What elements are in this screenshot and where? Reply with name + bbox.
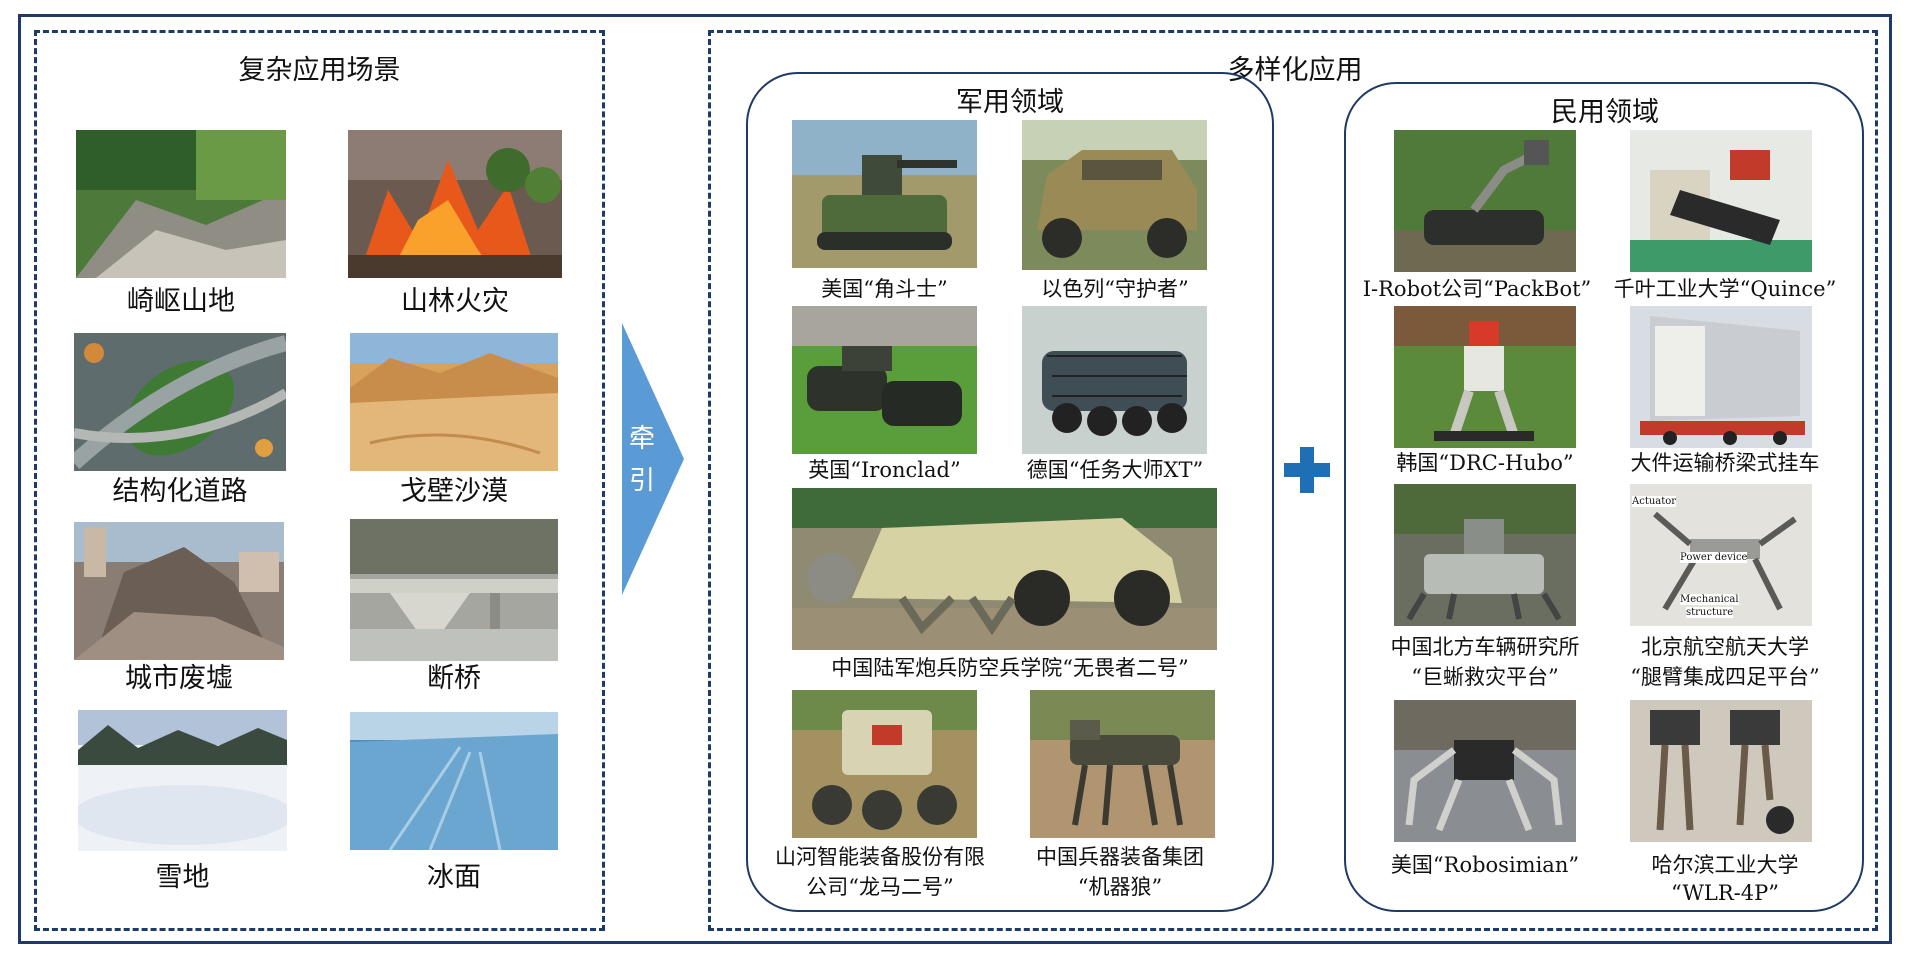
applications-panel <box>708 30 1878 931</box>
robosimian-photo <box>1394 700 1576 842</box>
scene-label: 戈壁沙漠 <box>400 476 508 507</box>
ice-surface-photo <box>350 712 558 850</box>
military-caption: 中国兵器装备集团 <box>1036 845 1204 869</box>
arrow-label-line1: 牵 <box>628 424 655 454</box>
civil-caption-line2: “WLR-4P” <box>1671 881 1779 905</box>
scene-label: 山林火灾 <box>401 286 509 317</box>
military-caption: 德国“任务大师XT” <box>1026 458 1204 482</box>
rugged-mountain-photo <box>76 130 286 278</box>
mechanical-annotation: Mechanical <box>1680 594 1739 605</box>
scene-label: 结构化道路 <box>112 476 248 507</box>
civil-caption: 美国“Robosimian” <box>1390 853 1580 877</box>
military-caption: 山河智能装备股份有限 <box>775 845 985 869</box>
structured-road-photo <box>74 333 286 471</box>
civil-caption: 大件运输桥梁式挂车 <box>1630 451 1820 475</box>
scene-label: 断桥 <box>427 663 481 694</box>
military-caption: 以色列“守护者” <box>1041 277 1189 301</box>
forest-fire-photo <box>348 130 562 278</box>
military-caption: 中国陆军炮兵防空兵学院“无畏者二号” <box>831 656 1189 680</box>
civil-caption: 中国北方车辆研究所 <box>1390 635 1580 659</box>
outer-frame <box>18 14 1892 944</box>
robot-wolf-photo <box>1030 690 1215 838</box>
bridge-trailer-photo <box>1630 306 1812 448</box>
intrepid-two-photo <box>792 488 1217 650</box>
scene-label: 雪地 <box>155 862 210 893</box>
scenarios-panel <box>34 30 605 931</box>
civil-caption: 北京航空航天大学 <box>1641 635 1809 659</box>
actuator-annotation: Actuator <box>1632 496 1677 507</box>
civil-caption-line2: “腿臂集成四足平台” <box>1630 665 1820 689</box>
quince-photo <box>1630 130 1812 272</box>
civil-caption: I-Robot公司“PackBot” <box>1362 277 1592 301</box>
snowfield-photo <box>78 710 287 851</box>
military-title: 军用领域 <box>956 87 1064 118</box>
civil-title: 民用领域 <box>1551 97 1659 128</box>
military-caption: 美国“角斗士” <box>821 277 948 301</box>
gobi-desert-photo <box>350 333 558 471</box>
leg-arm-quadruped-photo: Actuator Power device Mechanical structu… <box>1630 484 1812 626</box>
scenarios-title: 复杂应用场景 <box>238 55 401 86</box>
civil-box <box>1344 82 1864 912</box>
guardium-robot-photo <box>1022 120 1207 270</box>
gladiator-robot-photo <box>792 120 977 268</box>
arrow-label-line2: 引 <box>628 466 655 496</box>
urban-ruins-photo <box>74 522 284 660</box>
mission-master-xt-photo <box>1022 306 1207 454</box>
military-caption-line2: “机器狼” <box>1077 875 1163 899</box>
civil-caption: 哈尔滨工业大学 <box>1651 853 1799 877</box>
giant-lizard-photo <box>1394 484 1576 626</box>
military-caption: 英国“Ironclad” <box>808 458 961 482</box>
broken-bridge-photo <box>350 519 558 661</box>
packbot-photo <box>1394 130 1576 272</box>
drc-hubo-photo <box>1394 306 1576 448</box>
civil-caption-line2: “巨蜥救灾平台” <box>1411 665 1559 689</box>
scene-label: 崎岖山地 <box>127 286 235 317</box>
arrow-label: 牵 引 <box>622 418 662 502</box>
civil-caption: 韩国“DRC-Hubo” <box>1396 451 1574 475</box>
scene-label: 城市废墟 <box>125 663 233 694</box>
traction-arrow <box>622 323 684 595</box>
power-device-annotation: Power device <box>1680 552 1748 563</box>
ironclad-robot-photo <box>792 306 977 454</box>
civil-caption: 千叶工业大学“Quince” <box>1613 277 1837 301</box>
military-caption-line2: 公司“龙马二号” <box>806 875 954 899</box>
plus-icon <box>1284 447 1330 493</box>
military-box <box>746 72 1274 912</box>
longma-two-photo <box>792 690 977 838</box>
wlr-4p-photo <box>1630 700 1812 842</box>
scene-label: 冰面 <box>427 862 481 893</box>
structure-annotation: structure <box>1686 607 1734 618</box>
